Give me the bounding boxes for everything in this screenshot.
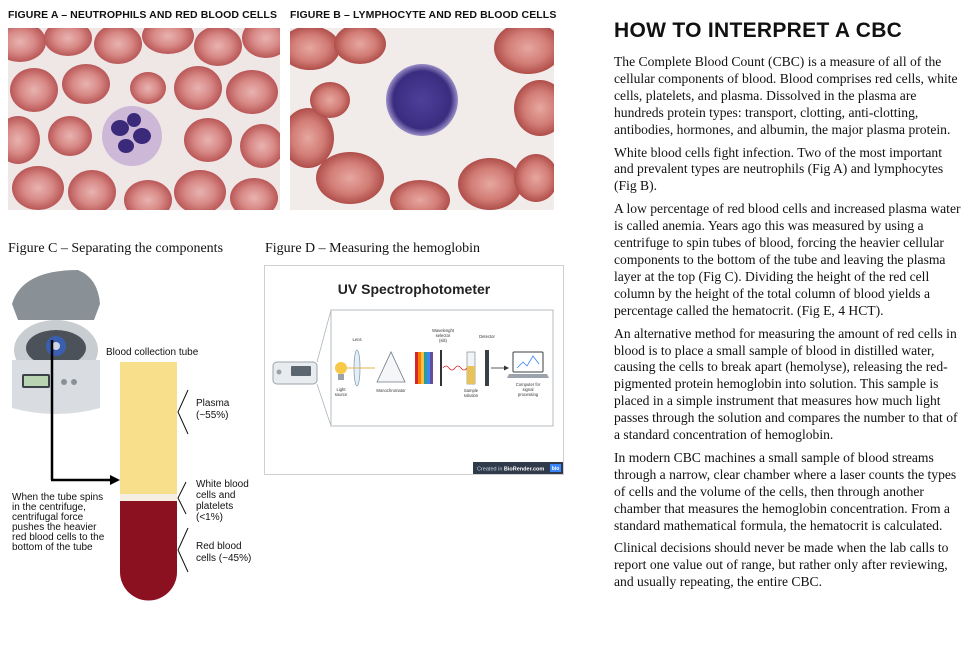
blood-tube-svg: Blood collection tube Plasma (~55%) Whit…	[12, 340, 251, 601]
red-bracket	[177, 527, 189, 573]
computer-label: Computer for	[516, 382, 541, 387]
figure-a-image	[8, 28, 280, 210]
spectro-title: UV Spectrophotometer	[338, 281, 491, 297]
wavelength-label: selector	[436, 333, 451, 338]
light-bulb-icon	[335, 362, 347, 380]
credit-bar	[473, 462, 563, 474]
article-heading: HOW TO INTERPRET A CBC	[614, 19, 903, 42]
credit-text: Created in BioRender.com	[477, 467, 544, 473]
light-source-label: Light	[336, 387, 346, 392]
article-paragraph: White blood cells fight infection. Two o…	[614, 144, 944, 194]
wavelength-label: Wavelenght	[432, 328, 455, 333]
computer-label: processing	[518, 392, 539, 397]
white-label-1: White blood	[196, 479, 249, 490]
lymphocyte-micrograph	[290, 28, 554, 210]
plasma-layer	[120, 362, 177, 494]
figure-b-image	[290, 28, 554, 210]
note-line: pushes the heavier	[12, 522, 97, 533]
light-wave	[442, 365, 468, 371]
white-percent: (<1%)	[196, 512, 223, 523]
buffy-coat-layer	[120, 494, 177, 501]
figure-d-caption: Figure D – Measuring the hemoglobin	[265, 241, 481, 256]
laptop-icon	[507, 351, 549, 378]
tube-diagram: Blood collection tube Plasma (~55%) Whit…	[0, 340, 260, 610]
plasma-percent: (~55%)	[196, 410, 229, 421]
figure-a-caption: Figure A – Neutrophils and red blood cel…	[8, 9, 278, 21]
red-label-2: cells (~45%)	[196, 553, 251, 564]
spectrophotometer-svg: UV Spectrophotometer Light source Lens M…	[272, 281, 563, 474]
detector-label: Detector	[479, 334, 495, 339]
centrifuge-illustration	[8, 264, 100, 418]
instrument-icon	[272, 361, 318, 385]
computer-label: signal	[523, 387, 534, 392]
article-paragraph: Clinical decisions should never be made …	[614, 540, 949, 590]
wavelength-label: (slit)	[439, 338, 448, 343]
note-line: centrifugal force	[12, 512, 84, 523]
sample-label: Sample	[464, 388, 479, 393]
figure-c-caption: Figure C – Separating the components	[8, 241, 224, 256]
white-label-3: platelets	[196, 501, 233, 512]
neutrophil-micrograph	[8, 28, 280, 210]
centrifuge-note: When the tube spins in the centrifuge, c…	[12, 492, 105, 553]
article-paragraph: An alternative method for measuring the …	[614, 325, 958, 443]
note-line: in the centrifuge,	[12, 502, 86, 513]
spin-arrow-head	[110, 475, 120, 485]
detector-icon	[485, 350, 489, 386]
monochromator-label: Monochromator	[376, 388, 406, 393]
credit-badge: bio	[552, 466, 560, 472]
white-label-2: cells and	[196, 490, 235, 501]
sample-label: solution	[464, 393, 479, 398]
article-body: The Complete Blood Count (CBC) is a meas…	[614, 54, 964, 591]
cuvette-icon	[466, 351, 476, 385]
tube-title: Blood collection tube	[106, 347, 199, 358]
prism-icon	[376, 351, 406, 383]
credit-brand: BioRender.com	[504, 467, 544, 473]
red-label-1: Red blood	[196, 541, 242, 552]
spectrum-bar	[415, 352, 433, 384]
article-paragraph: A low percentage of red blood cells and …	[614, 201, 961, 318]
note-line: When the tube spins	[12, 492, 103, 503]
note-line: bottom of the tube	[12, 542, 93, 553]
slit-icon	[440, 350, 442, 386]
red-cell-layer	[120, 501, 177, 601]
centrifuge-photo	[8, 264, 100, 418]
lens-label: Lens	[352, 337, 361, 342]
note-line: red blood cells to the	[12, 532, 105, 543]
credit-prefix: Created in	[477, 467, 504, 473]
plasma-bracket	[177, 389, 189, 435]
light-source-label: source	[335, 392, 348, 397]
spectrophotometer-figure: UV Spectrophotometer Light source Lens M…	[264, 265, 564, 475]
figure-b-caption: Figure B – Lymphocyte and red blood cell…	[290, 9, 557, 21]
article-paragraph: In modern CBC machines a small sample of…	[614, 449, 957, 533]
article-paragraph: The Complete Blood Count (CBC) is a meas…	[614, 54, 958, 137]
plasma-label: Plasma	[196, 398, 230, 409]
white-bracket	[177, 481, 187, 515]
